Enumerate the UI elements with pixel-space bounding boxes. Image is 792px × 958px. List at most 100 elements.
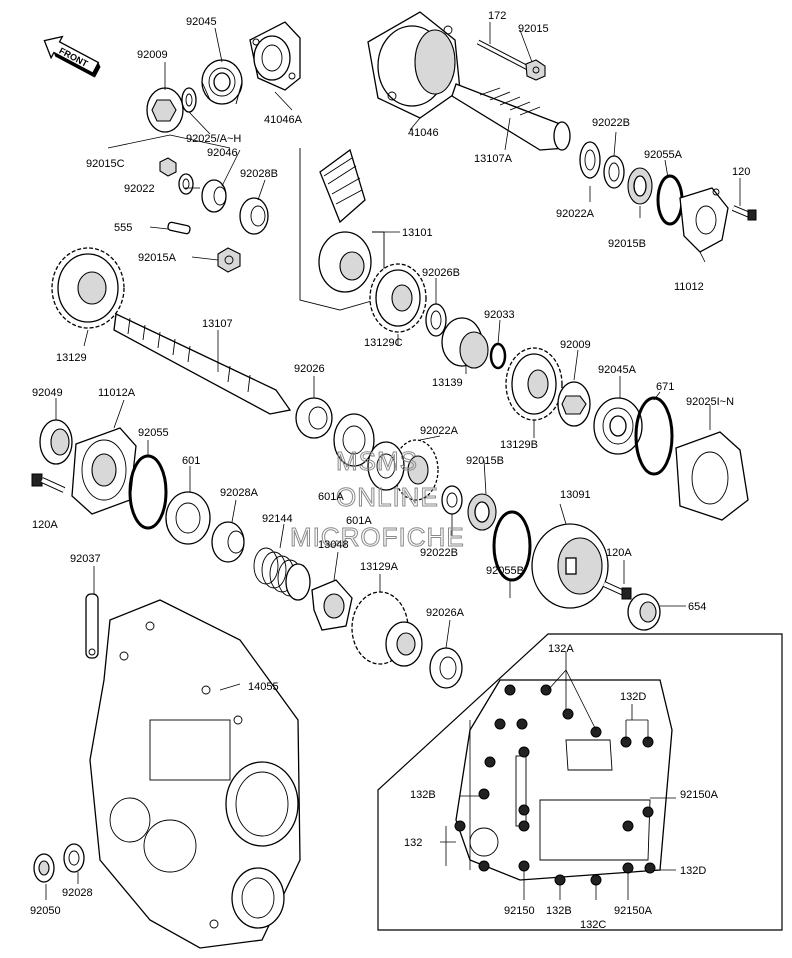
part-92055-oring: [128, 454, 168, 530]
watermark-line-2: ONLINE: [336, 482, 439, 512]
part-92049-seal: [39, 419, 73, 465]
label-132A: 132A: [548, 643, 574, 655]
part-671-oring: [634, 396, 674, 476]
label-671: 671: [656, 381, 674, 393]
label-11012A: 11012A: [98, 387, 136, 399]
label-92022B-top: 92022B: [592, 117, 630, 129]
part-92022A-gear: [393, 439, 439, 501]
part-92015B-nut-right: [627, 167, 653, 205]
label-601: 601: [182, 455, 200, 467]
part-120A-bolt-left: [31, 473, 66, 493]
part-654-seal: [627, 593, 661, 631]
part-92022B-washer-right: [603, 155, 625, 189]
label-92026A: 92026A: [426, 607, 465, 619]
part-555-pin: [167, 221, 191, 235]
label-92144: 92144: [262, 513, 293, 525]
part-13139-sleeve: [441, 317, 489, 369]
label-13107: 13107: [202, 318, 233, 330]
part-92045-bearing: [201, 59, 243, 105]
part-92055B-oring: [492, 510, 532, 582]
part-92033-circlip: [489, 342, 507, 370]
part-11012-cover: [679, 187, 729, 253]
part-172-stud: [476, 39, 530, 71]
label-601A-2: 601A: [346, 515, 372, 527]
label-92022A-top: 92022A: [556, 208, 595, 220]
label-132C: 132C: [580, 919, 606, 931]
part-92025IN-plate: [675, 431, 749, 521]
part-92026B-washer: [425, 303, 447, 337]
part-92144-spring: [253, 547, 311, 601]
label-92033: 92033: [484, 309, 515, 321]
label-92015B: 92015B: [466, 455, 504, 467]
part-13129-gear: [51, 247, 125, 329]
label-13107A: 13107A: [474, 153, 513, 165]
label-120A-left: 120A: [32, 519, 58, 531]
inset-bolts: [454, 684, 656, 886]
label-92025AH: 92025/A~H: [186, 133, 241, 145]
part-41046A-housing: [249, 21, 301, 91]
label-92150: 92150: [504, 905, 535, 917]
watermark-line-3: MICROFICHE: [290, 522, 465, 552]
label-92045A: 92045A: [598, 364, 637, 376]
label-92150A-bottom: 92150A: [614, 905, 653, 917]
label-132D-top: 132D: [620, 691, 646, 703]
label-172: 172: [488, 10, 506, 22]
watermark-line-1: MSMS: [336, 446, 418, 476]
inset-cover-panel: [377, 633, 783, 931]
part-92015C-nut: [159, 157, 177, 177]
label-92026B: 92026B: [422, 267, 460, 279]
label-92015B-top: 92015B: [608, 238, 646, 250]
label-13129A: 13129A: [360, 561, 399, 573]
front-arrow-icon: FRONT: [43, 35, 101, 78]
label-13091: 13091: [560, 489, 591, 501]
label-120: 120: [732, 166, 750, 178]
label-92055B: 92055B: [486, 565, 524, 577]
part-92009-holder-2: [557, 381, 591, 427]
label-41046A: 41046A: [264, 114, 303, 126]
label-92015A: 92015A: [138, 252, 177, 264]
label-13048: 13048: [318, 539, 349, 551]
part-92015-nut: [525, 59, 546, 81]
label-92046: 92046: [207, 147, 238, 159]
label-120A-right: 120A: [606, 547, 632, 559]
label-13129B: 13129B: [500, 439, 538, 451]
label-92015: 92015: [518, 23, 549, 35]
part-92037-strap: [85, 593, 99, 659]
part-92026-washer: [295, 397, 333, 439]
label-92055: 92055: [138, 427, 169, 439]
label-92028B: 92028B: [240, 168, 278, 180]
part-92026A-washer: [429, 647, 463, 689]
part-13129C-gear: [369, 263, 427, 333]
label-13129C: 13129C: [364, 337, 403, 349]
part-120A-bolt-right: [602, 581, 632, 600]
part-92022B-washer: [441, 485, 463, 515]
part-92015B-nut: [467, 493, 497, 531]
label-92009: 92009: [137, 49, 168, 61]
label-92026: 92026: [294, 363, 325, 375]
label-92037: 92037: [70, 553, 101, 565]
part-13091-drum: [531, 523, 609, 609]
part-120-bolt: [731, 205, 757, 221]
leader-lines: [45, 22, 741, 900]
part-13129B-gear: [505, 347, 563, 421]
part-92015A-nut: [217, 247, 241, 273]
part-92022A-washer-right: [579, 141, 601, 179]
label-13129: 13129: [56, 352, 87, 364]
label-92050: 92050: [30, 905, 61, 917]
label-92045: 92045: [186, 16, 217, 28]
label-13101: 13101: [402, 227, 433, 239]
part-92009-holder: [146, 87, 184, 133]
label-601A-1: 601A: [318, 491, 344, 503]
part-92025-shim: [181, 87, 197, 113]
part-601A-bearing-1: [333, 413, 375, 467]
part-92028B-bushing: [239, 197, 269, 235]
part-601A-bearing-2: [367, 441, 405, 491]
label-41046: 41046: [408, 127, 439, 139]
label-11012: 11012: [674, 281, 704, 293]
label-92028: 92028: [62, 887, 93, 899]
label-92022A: 92022A: [420, 425, 459, 437]
part-14055-case: [89, 599, 301, 949]
part-41046-housing: [367, 11, 461, 119]
